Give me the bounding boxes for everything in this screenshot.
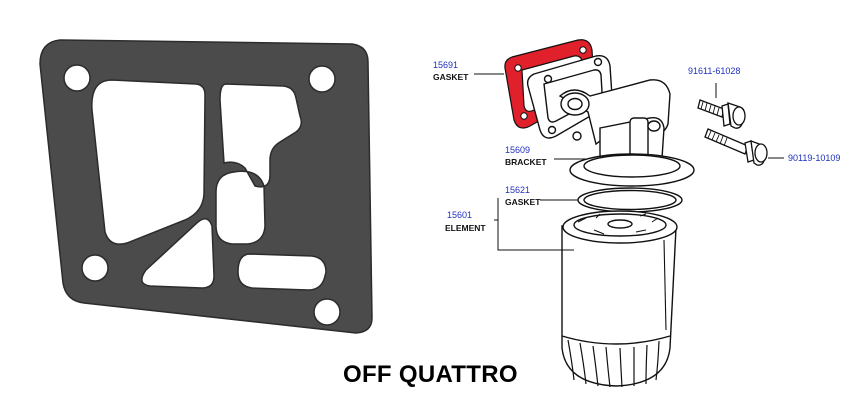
- filter-grip-band: [561, 335, 671, 345]
- label-element-name: ELEMENT: [445, 223, 486, 233]
- gasket-ring-drawing: [577, 187, 683, 213]
- bracket-flange: [569, 153, 695, 187]
- bracket-drawing: [526, 55, 695, 187]
- label-gasket-ring-number: 15621: [505, 185, 530, 195]
- filter-can: [561, 225, 677, 387]
- gasket-photo: [39, 39, 373, 334]
- label-gasket-ring-name: GASKET: [505, 197, 541, 207]
- label-bolt-lower-number: 90119-10109: [788, 153, 840, 163]
- gasket-plate: [39, 39, 373, 334]
- label-bracket-number: 15609: [505, 145, 530, 155]
- label-element-number: 15601: [447, 210, 472, 220]
- part-labels: 15691 GASKET 15609 BRACKET 15621 GASKET …: [433, 60, 840, 233]
- label-gasket-top-name: GASKET: [433, 72, 469, 82]
- label-bolt-upper-number: 91611-61028: [688, 66, 740, 76]
- label-gasket-top-number: 15691: [433, 60, 458, 70]
- label-bracket-name: BRACKET: [505, 157, 547, 167]
- caption-text: OFF QUATTRO: [343, 361, 518, 388]
- bolt-lower-drawing: [704, 128, 768, 166]
- leader-lines: [474, 73, 784, 251]
- filter-element-drawing: [561, 210, 678, 388]
- bolt-upper-drawing: [697, 99, 746, 129]
